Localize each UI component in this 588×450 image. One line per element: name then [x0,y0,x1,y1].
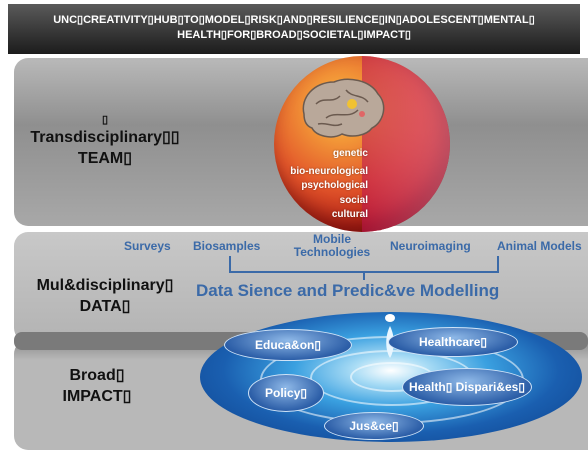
sphere-label-cultural: cultural [331,209,368,220]
team-label-line: TEAM▯ [77,150,133,167]
impact-label-line: IMPACT▯ [62,388,132,405]
human-sphere-graphic: genetic bio-neurological psychological s… [274,56,450,232]
data-source-surveys: Surveys [124,239,171,253]
sphere-label-bio-neurological: bio-neurological [290,166,368,177]
data-label-line: DATA▯ [79,298,131,315]
data-label: Mul&disciplinary▯ DATA▯ [20,275,190,317]
impact-label: Broad▯ IMPACT▯ [42,365,152,407]
sphere-label-genetic: genetic [332,148,368,159]
data-label-line: Mul&disciplinary▯ [36,277,174,294]
page-title: UNC▯CREATIVITY▯HUB▯TO▯MODEL▯RISK▯AND▯RES… [8,4,580,54]
sphere-slice [362,56,450,232]
data-source-neuroimaging: Neuroimaging [390,239,471,253]
team-label-line: ▯ [101,114,109,126]
title-line-2: HEALTH▯FOR▯BROAD▯SOCIETAL▯IMPACT▯ [177,29,411,41]
impact-area-justice: Jus&ce▯ [324,412,424,440]
data-source-biosamples: Biosamples [193,239,261,253]
brain-icon [302,78,385,138]
data-source-animal-models: Animal Models [497,239,582,253]
team-label: ▯ Transdisciplinary▯▯ TEAM▯ [20,113,190,169]
sphere-label-psychological: psychological [301,180,368,191]
team-label-line: Transdisciplinary▯▯ [30,129,180,146]
sphere-label-social: social [339,195,368,206]
data-source-mobile: Mobile Technologies [293,232,371,259]
data-science-title: Data Sience and Predic&ve Modelling [196,281,500,300]
impact-area-education: Educa&on▯ [224,329,352,361]
impact-area-health-disparities: Health▯ Dispari&es▯ [402,368,532,406]
impact-area-policy: Policy▯ [248,374,324,412]
bracket-connector [229,256,499,280]
impact-area-healthcare: Healthcare▯ [388,327,518,357]
title-line-1: UNC▯CREATIVITY▯HUB▯TO▯MODEL▯RISK▯AND▯RES… [53,14,535,26]
impact-label-line: Broad▯ [69,367,125,384]
